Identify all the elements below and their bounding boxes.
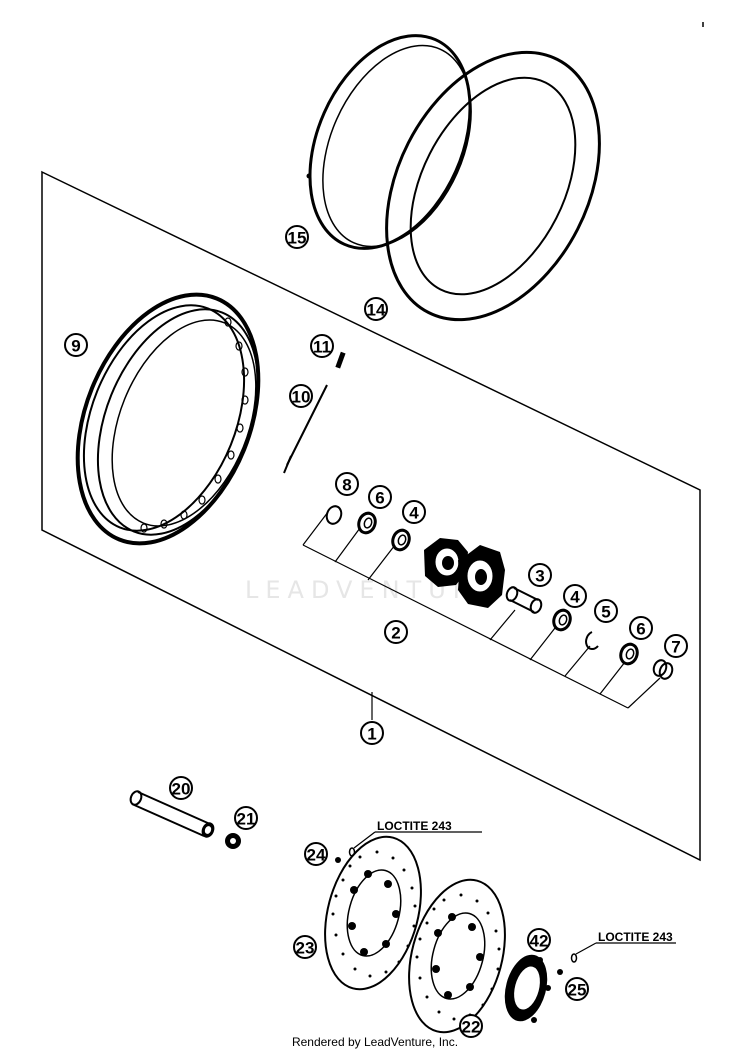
svg-text:10: 10: [292, 388, 311, 407]
svg-text:6: 6: [375, 489, 384, 508]
svg-text:14: 14: [367, 301, 386, 320]
callout-21: 21: [234, 806, 258, 830]
bearing-4-right: [552, 608, 572, 632]
callout-15: 15: [285, 225, 309, 249]
callout-3: 3: [528, 563, 552, 587]
spacer-tube: [505, 586, 543, 614]
brake-disc-22: [408, 878, 506, 1034]
seal-6-right: [619, 642, 639, 666]
callout-20: 20: [169, 776, 193, 800]
svg-text:9: 9: [71, 337, 80, 356]
disc-adapter: [504, 954, 551, 1023]
callout-8: 8: [335, 472, 359, 496]
callout-9: 9: [64, 333, 88, 357]
svg-text:42: 42: [530, 932, 549, 951]
svg-text:1: 1: [367, 725, 376, 744]
render-credit: Rendered by LeadVenture, Inc.: [291, 1035, 459, 1049]
axle-nut: [225, 833, 241, 849]
callout-14: 14: [364, 297, 388, 321]
tube: [385, 50, 601, 322]
hub-leaders: [302, 511, 661, 709]
svg-text:23: 23: [296, 939, 315, 958]
svg-text:7: 7: [671, 638, 680, 657]
spoke-nipple: [335, 351, 346, 369]
callout-7: 7: [664, 634, 688, 658]
callout-25: 25: [565, 977, 589, 1001]
svg-text:15: 15: [288, 229, 307, 248]
svg-text:24: 24: [307, 846, 326, 865]
screw-25: [557, 953, 578, 975]
assembly-frame: [41, 170, 701, 862]
svg-text:6: 6: [636, 620, 645, 639]
callout-6-right: 6: [629, 616, 653, 640]
callout-4-right: 4: [563, 584, 587, 608]
wheel-hub: [424, 538, 505, 608]
screw-24: [335, 847, 356, 863]
svg-text:4: 4: [570, 588, 580, 607]
callout-23: 23: [293, 935, 317, 959]
spoke: [283, 384, 328, 474]
loctite-note-left: LOCTITE 243: [377, 819, 452, 833]
circlip-5: [585, 631, 599, 651]
svg-text:20: 20: [172, 780, 191, 799]
callout-1: 1: [360, 721, 384, 745]
callout-5: 5: [594, 599, 618, 623]
callout-42: 42: [527, 928, 551, 952]
callout-11: 11: [310, 334, 334, 358]
rim-band: [306, 34, 472, 250]
callout-2: 2: [384, 620, 408, 644]
bearing-4-left: [391, 528, 411, 552]
callout-10: 10: [289, 384, 313, 408]
svg-text:4: 4: [409, 504, 419, 523]
rim: [75, 292, 261, 546]
svg-text:2: 2: [391, 624, 400, 643]
callout-6-left: 6: [368, 485, 392, 509]
callout-24: 24: [304, 842, 328, 866]
callout-22: 22: [459, 1014, 483, 1038]
svg-text:21: 21: [237, 810, 256, 829]
svg-text:11: 11: [313, 338, 331, 357]
svg-text:3: 3: [535, 567, 544, 586]
bearing-8: [325, 505, 343, 525]
brake-disc-23: [324, 835, 422, 991]
svg-text:25: 25: [568, 981, 587, 1000]
loctite-note-right: LOCTITE 243: [598, 930, 673, 944]
svg-text:5: 5: [601, 603, 610, 622]
callout-4-left: 4: [402, 500, 426, 524]
spacer-7: [652, 659, 674, 680]
axle: [129, 790, 215, 838]
svg-text:22: 22: [462, 1018, 481, 1037]
seal-6-left: [357, 511, 377, 535]
svg-text:8: 8: [342, 476, 351, 495]
